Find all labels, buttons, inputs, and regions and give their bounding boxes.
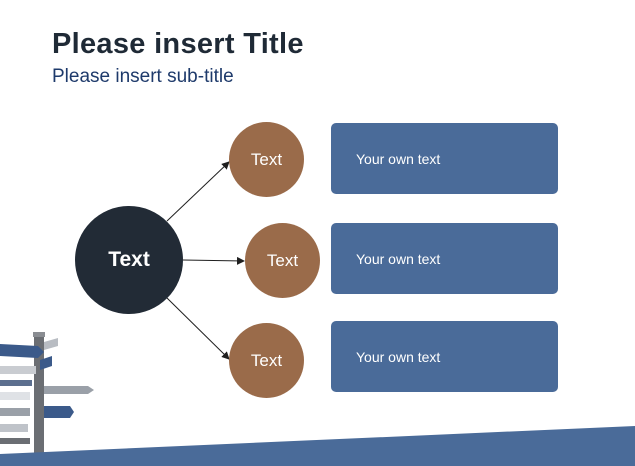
text-box-3: Your own text — [331, 321, 558, 392]
node-circle-3: Text — [229, 323, 304, 398]
footer-band — [0, 426, 635, 466]
text-box-2: Your own text — [331, 223, 558, 294]
center-circle: Text — [75, 206, 183, 314]
text-box-1-label: Your own text — [356, 150, 441, 167]
slide-subtitle: Please insert sub-title — [52, 66, 234, 87]
text-box-2-label: Your own text — [356, 250, 441, 267]
node-circle-2: Text — [245, 223, 320, 298]
signpost-icon — [0, 332, 94, 466]
node-circle-1: Text — [229, 122, 304, 197]
text-box-3-label: Your own text — [356, 348, 441, 365]
slide-title: Please insert Title — [52, 28, 304, 60]
arrow-to-node-3 — [166, 297, 230, 360]
arrow-to-node-1 — [166, 161, 230, 222]
arrow-to-node-2 — [182, 256, 245, 265]
text-box-1: Your own text — [331, 123, 558, 194]
